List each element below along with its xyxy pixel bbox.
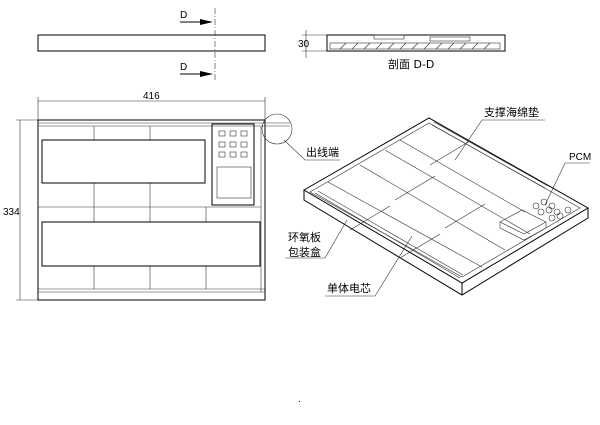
arrow-icon: [200, 19, 213, 25]
section-title: 剖面 D-D: [388, 57, 434, 71]
pcm-board: [499, 209, 547, 235]
pcm-buttons: [532, 198, 572, 222]
label-pcm: PCM: [569, 152, 591, 163]
plan-height-dim: 334: [3, 207, 20, 218]
section-mark-bottom: D: [180, 62, 187, 73]
label-epoxy: 环氧板: [288, 230, 321, 244]
section-height-dim: 30: [298, 39, 310, 50]
label-sponge: 支撑海绵垫: [484, 105, 539, 119]
section-mark-top: D: [180, 10, 187, 21]
section-view: 30 剖面 D-D: [298, 30, 506, 71]
plan-view: 416 334 出线端: [3, 91, 340, 301]
arrow-icon: [200, 71, 213, 77]
label-cell: 单体电芯: [327, 281, 371, 295]
isometric-view: 支撑海绵垫 PCM 环氧板 包装盒 单体电芯: [285, 105, 591, 297]
label-box: 包装盒: [288, 245, 321, 259]
outlet-detail-circle: [261, 113, 293, 145]
plan-width-dim: 416: [143, 91, 160, 102]
callout-outlet: 出线端: [306, 145, 339, 159]
elevation-view: D D: [37, 8, 266, 82]
pcm-panel: [211, 123, 255, 206]
stray-dot: .: [298, 394, 301, 405]
